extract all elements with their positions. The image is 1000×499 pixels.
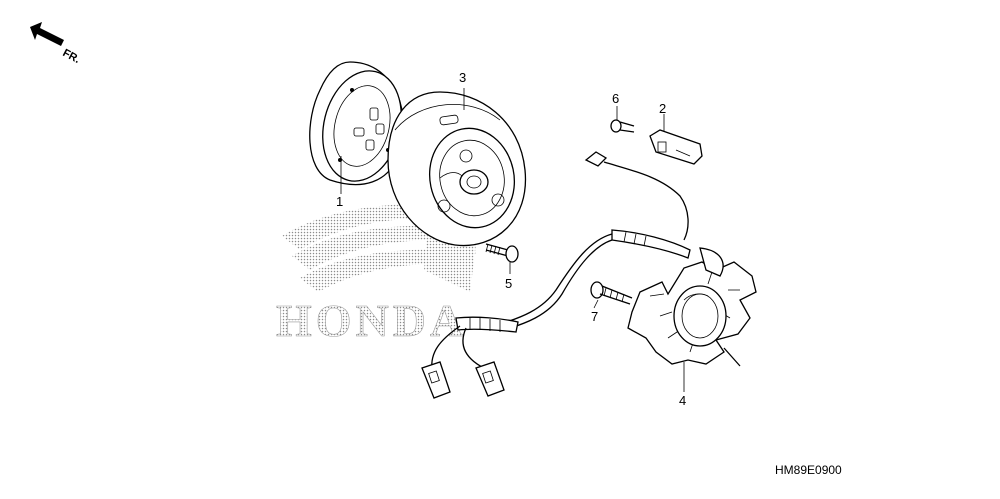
bolt-part-6 bbox=[610, 119, 635, 133]
callout-6: 6 bbox=[612, 91, 619, 106]
flywheel-part-3 bbox=[387, 91, 527, 247]
bolt-part-5 bbox=[485, 243, 519, 263]
direction-label: FR. bbox=[61, 47, 82, 66]
callout-3: 3 bbox=[459, 70, 466, 85]
callout-4: 4 bbox=[679, 393, 686, 408]
stator-part-4 bbox=[627, 247, 757, 367]
front-direction-arrow-icon bbox=[30, 22, 64, 46]
leader-lines bbox=[340, 88, 685, 392]
diagram-code: HM89E0900 bbox=[775, 463, 842, 477]
sensor-wire bbox=[584, 151, 689, 241]
callout-2: 2 bbox=[659, 101, 666, 116]
watermark-text: HONDA bbox=[276, 295, 467, 346]
callout-7: 7 bbox=[591, 309, 598, 324]
pulse-generator-part-2 bbox=[649, 129, 703, 165]
callout-5: 5 bbox=[505, 276, 512, 291]
wiring-harness bbox=[421, 229, 691, 399]
bolt-part-7 bbox=[590, 281, 633, 305]
starter-clutch-part-1 bbox=[309, 61, 404, 186]
callout-1: 1 bbox=[336, 194, 343, 209]
